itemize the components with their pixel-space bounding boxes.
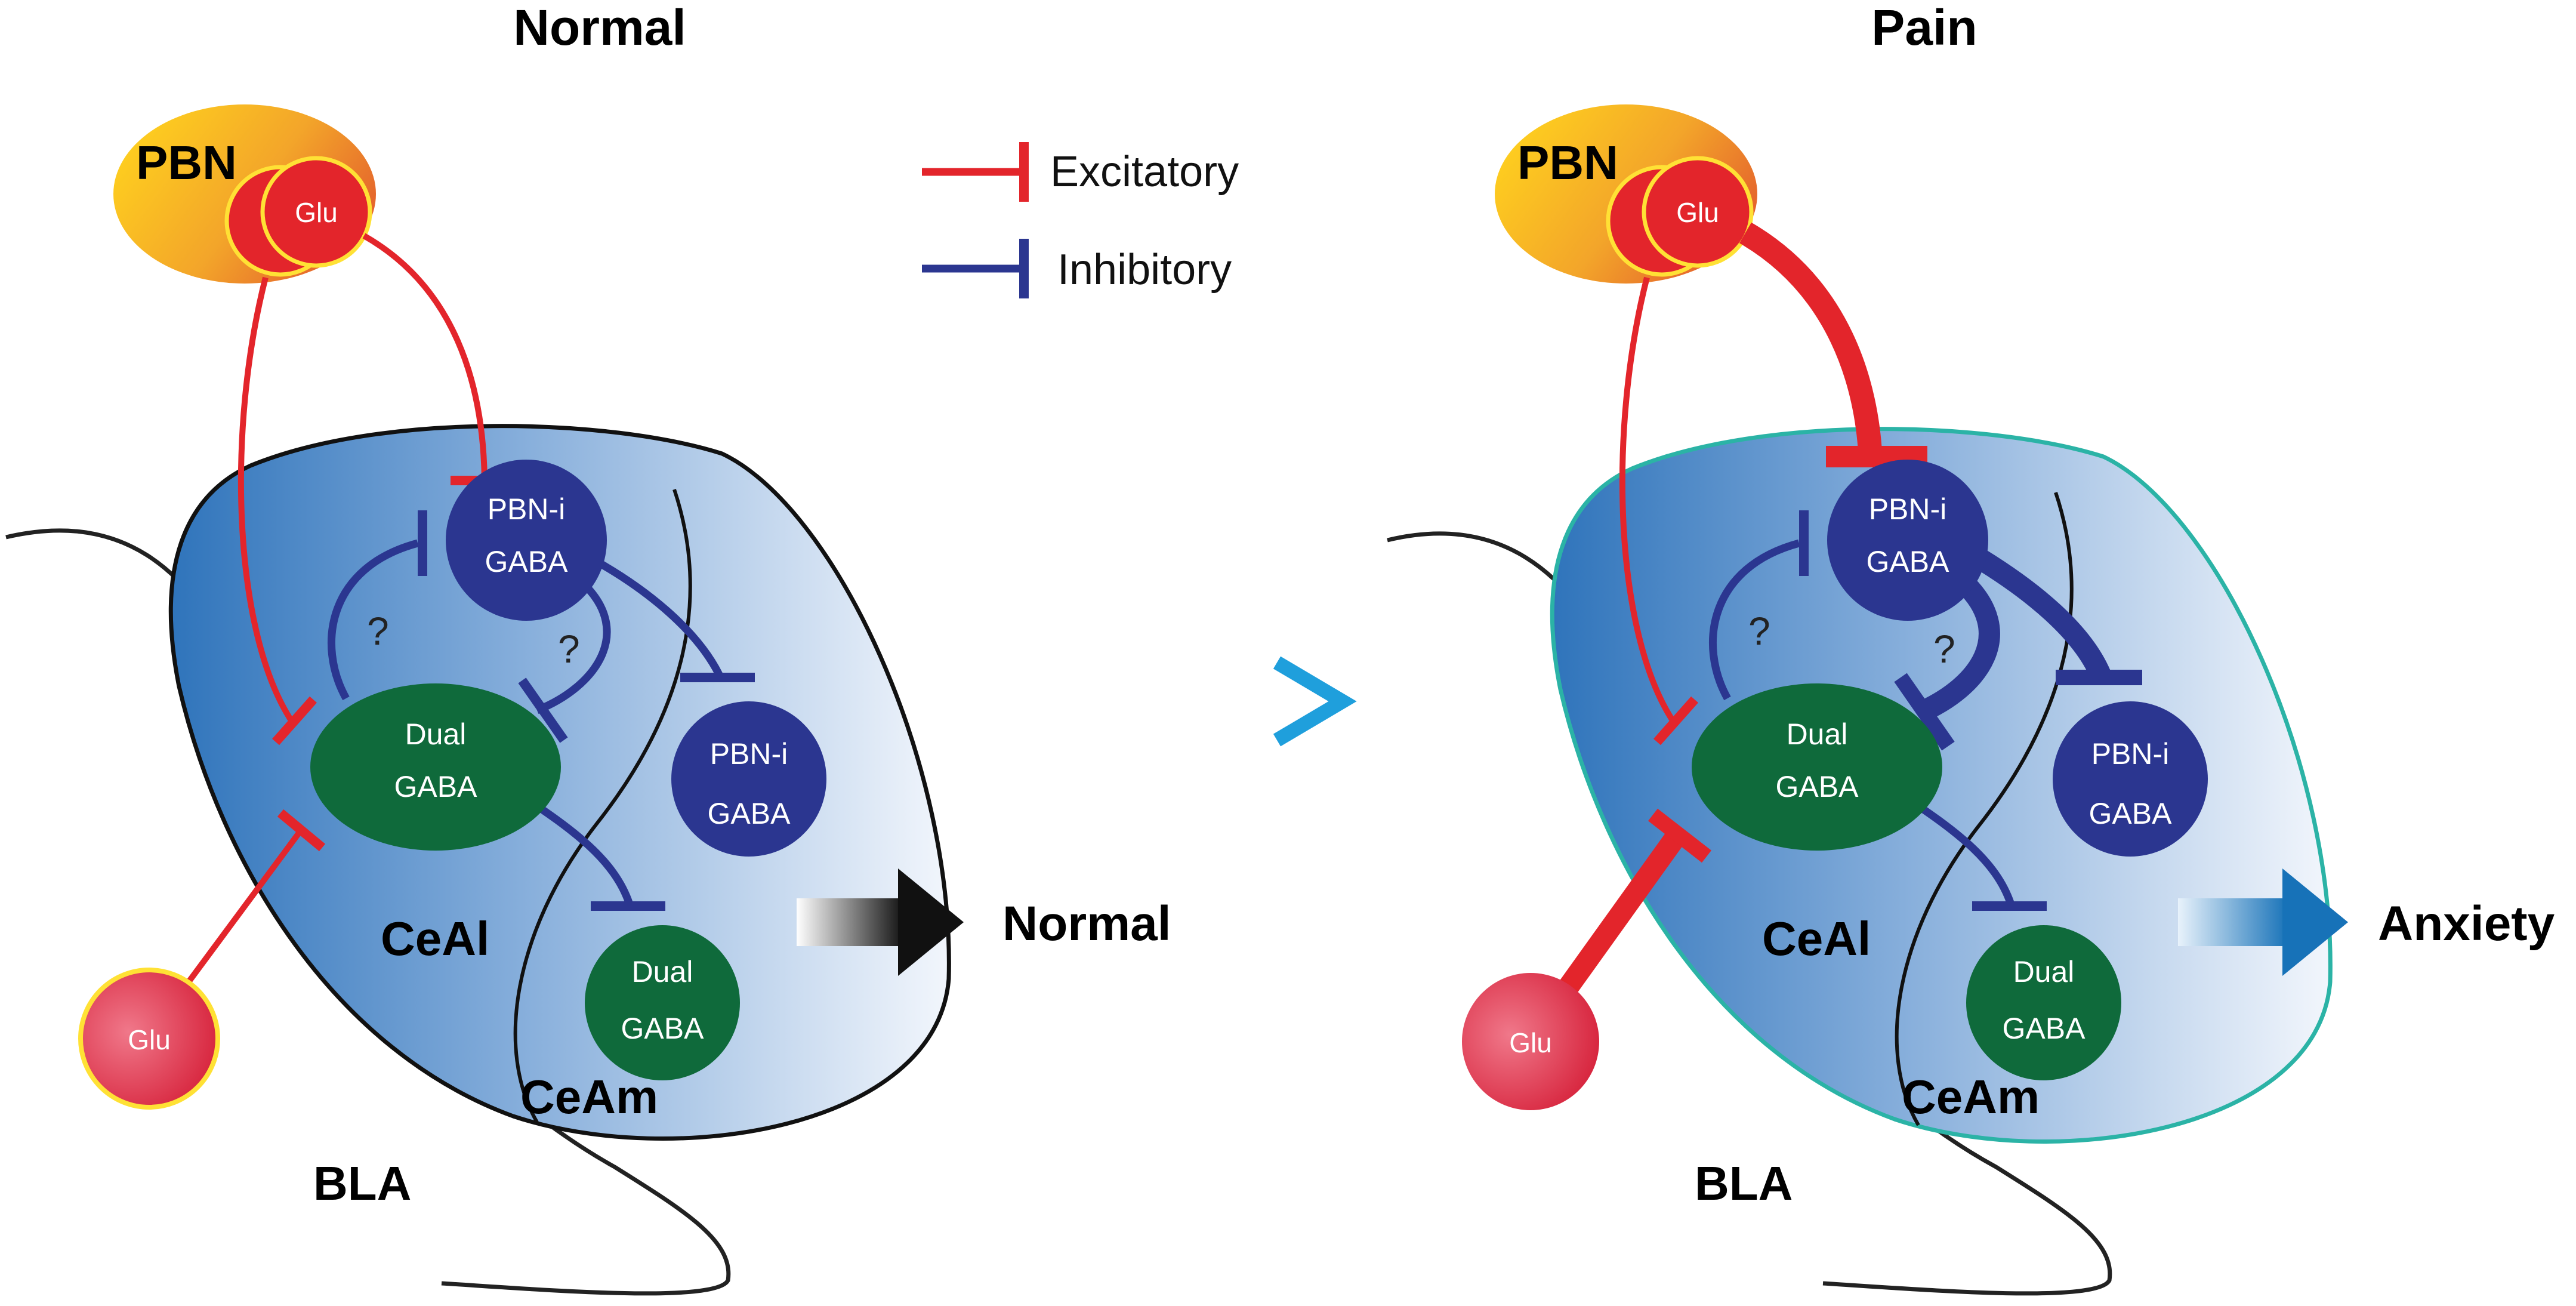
question-mark-1: ? [1748, 609, 1770, 653]
pbni-gaba-cell-ceal [446, 460, 607, 621]
inhibitory-legend-label: Inhibitory [1057, 246, 1232, 294]
gaba-cell-label: GABA [2003, 1012, 2086, 1045]
pbni-cell-label: PBN-i [1869, 492, 1947, 526]
question-mark-2: ? [558, 627, 580, 671]
pbni-gaba-cell-ceal [1827, 460, 1988, 621]
question-mark-2: ? [1933, 627, 1955, 671]
dual-to-pbni-inhibitory [1709, 539, 1800, 701]
pbn-to-dual-excitatory [237, 276, 295, 724]
gaba-cell-label: GABA [1776, 770, 1859, 803]
dual-to-pbni-inhibitory [328, 539, 419, 701]
glu-input-cell [78, 968, 220, 1110]
ceam-label: CeAm [520, 1070, 658, 1123]
panel-pain: Pain PBN Glu ? ? Gl [1387, 0, 2555, 1296]
ceal-label: CeAl [381, 912, 489, 965]
ceal-label: CeAl [1762, 912, 1871, 965]
anxiety-output-arrow-head-icon [2282, 868, 2348, 976]
panel-normal: Normal PBN Glu ? ? [5, 0, 1171, 1296]
dual-cell-label: Dual [632, 955, 693, 988]
glu-input-terminal [277, 809, 326, 852]
ceam-label: CeAm [1902, 1070, 2040, 1123]
panel-title-normal: Normal [513, 0, 686, 56]
pbn-glu-cell [1642, 156, 1754, 268]
bla-label: BLA [1695, 1157, 1793, 1210]
pbn-to-pbni-excitatory [362, 233, 488, 481]
panel-title-pain: Pain [1871, 0, 1977, 56]
dual-gaba-cell-ceam [585, 925, 740, 1080]
dual-cell-label: Dual [405, 717, 467, 751]
anxiety-output-arrow-shaft [2178, 898, 2288, 946]
pbn-label: PBN [1517, 136, 1618, 189]
pbn-label: PBN [136, 136, 237, 189]
dual-gaba-cell-ceam [1966, 925, 2121, 1080]
pbni-to-dual-terminal [518, 677, 568, 743]
pbni-cell-label: PBN-i [488, 492, 566, 526]
pbni-to-ceam-pbni-inhibitory [588, 555, 723, 676]
pbni-to-ceam-pbni-inhibitory-strong [1963, 543, 2111, 679]
central-amygdala-region [1550, 427, 2333, 1144]
dual-gaba-cell-ceal [1692, 683, 1942, 851]
glu-input-cell [1462, 973, 1599, 1110]
transition-arrow-icon [1152, 656, 1357, 747]
glu-input-excitatory-strong [1554, 829, 1686, 1000]
gaba-cell-label: GABA [2089, 797, 2173, 830]
gaba-cell-label: GABA [1867, 545, 1950, 578]
pbni-to-dual-terminal [1894, 673, 1955, 751]
dual-cell-label: Dual [2013, 955, 2075, 988]
gaba-cell-label: GABA [394, 770, 478, 803]
legend: Excitatory Inhibitory [922, 142, 1239, 298]
pbn-glu-cell [260, 156, 372, 268]
normal-output-arrow-shaft [797, 898, 904, 946]
pbn-to-dual-terminal [272, 696, 317, 746]
gaba-cell-label: GABA [485, 545, 569, 578]
pbn-glu-label: Glu [295, 197, 338, 228]
pbn-to-pbni-excitatory-strong [1739, 222, 1883, 463]
pbn-to-dual-excitatory [1619, 276, 1677, 724]
glu-input-label: Glu [128, 1024, 171, 1055]
anxiety-output-label: Anxiety [2378, 897, 2555, 951]
excitatory-legend-label: Excitatory [1050, 148, 1239, 196]
pbn-to-dual-terminal [1653, 696, 1698, 746]
pbni-gaba-cell-ceam [671, 701, 826, 857]
normal-output-arrow-head-icon [898, 868, 964, 976]
dual-gaba-cell-ceal [310, 683, 561, 851]
pbni-to-dual-inhibitory-strong [1914, 574, 2000, 723]
pbni-cell-label: PBN-i [710, 737, 788, 771]
pbni-cell-label: PBN-i [2091, 737, 2170, 771]
gaba-cell-label: GABA [621, 1012, 705, 1045]
pbn-glu-label: Glu [1676, 197, 1719, 228]
bla-label: BLA [313, 1157, 411, 1210]
normal-output-label: Normal [1002, 897, 1171, 951]
pbni-to-dual-inhibitory [535, 582, 611, 714]
gaba-cell-label: GABA [708, 797, 791, 830]
glu-input-excitatory [179, 828, 304, 993]
central-amygdala-region [168, 424, 951, 1141]
pbni-gaba-cell-ceam [2053, 701, 2208, 857]
ceal-ceam-divider [1895, 492, 2074, 1126]
dual-cell-label: Dual [1787, 717, 1848, 751]
ceal-ceam-divider [513, 489, 692, 1123]
glu-input-label: Glu [1509, 1027, 1552, 1058]
glu-input-terminal [1648, 808, 1711, 863]
question-mark-1: ? [367, 609, 389, 653]
